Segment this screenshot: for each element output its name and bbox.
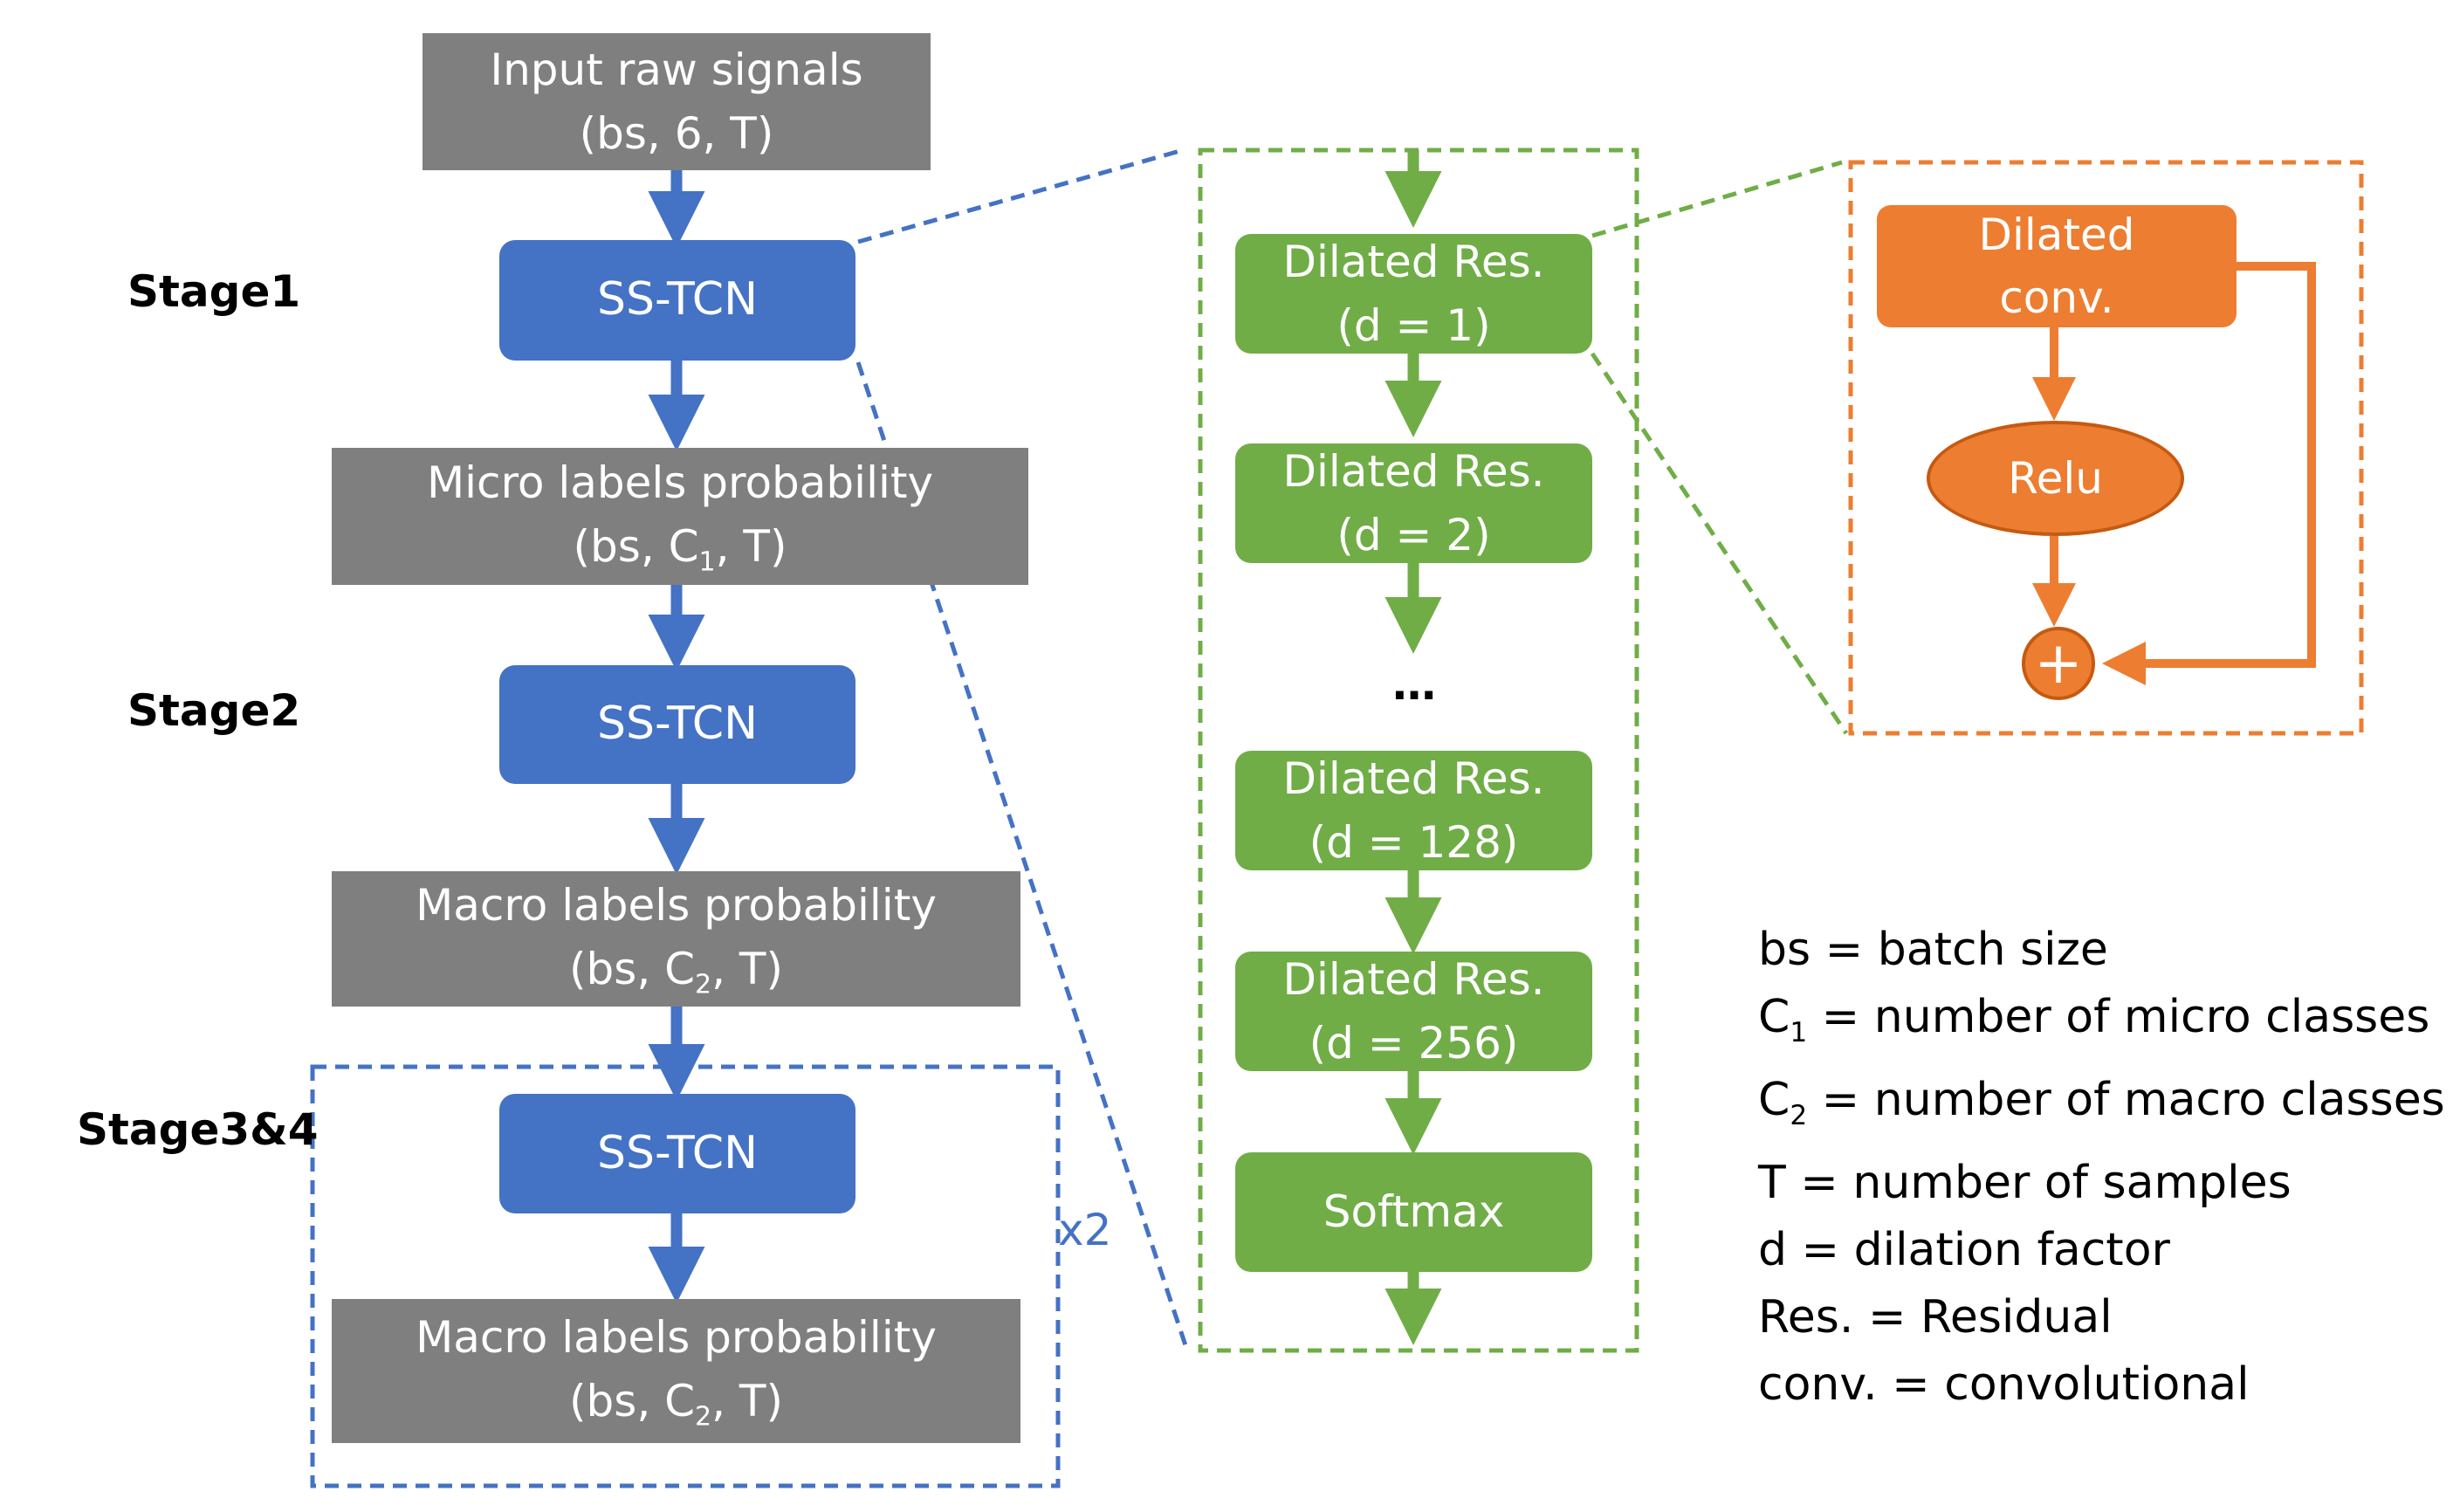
legend-res: Res. = Residual (1758, 1290, 2113, 1344)
zoom-line-green-bottom (1590, 352, 1849, 735)
dilated-conv-block: Dilated conv. (1877, 205, 2237, 327)
dilated-res-d256-title: Dilated Res. (1282, 954, 1545, 1005)
stage2-sstcn-label: SS-TCN (597, 698, 758, 751)
input-shape: (bs, 6, T) (579, 107, 774, 159)
final-macro-title: Macro labels probability (416, 1312, 937, 1364)
softmax-label: Softmax (1323, 1186, 1505, 1238)
stage1-sstcn-block: SS-TCN (499, 240, 855, 361)
micro-labels-probability-block: Micro labels probability (bs, C1, T) (332, 448, 1028, 585)
stage34-label: Stage3&4 (77, 1104, 319, 1155)
dilated-res-d128-dilation: (d = 128) (1309, 816, 1519, 868)
micro-title: Micro labels probability (426, 457, 934, 509)
legend-c2: C2 = number of macro classes (1758, 1073, 2445, 1131)
legend-bs: bs = batch size (1758, 924, 2108, 976)
dilated-res-d1-title: Dilated Res. (1282, 237, 1545, 287)
macro-shape: (bs, C2, T) (569, 943, 783, 1000)
legend-t: T = number of samples (1758, 1156, 2292, 1209)
add-node-symbol: + (2034, 629, 2082, 697)
dilated-res-d256-block: Dilated Res. (d = 256) (1235, 952, 1592, 1071)
dilated-res-d2-block: Dilated Res. (d = 2) (1235, 443, 1592, 563)
input-raw-signals-block: Input raw signals (bs, 6, T) (423, 33, 931, 170)
micro-shape: (bs, C1, T) (573, 520, 787, 578)
final-macro-shape: (bs, C2, T) (569, 1375, 783, 1433)
dilated-res-d1-block: Dilated Res. (d = 1) (1235, 234, 1592, 354)
dilated-conv-line1: Dilated (1978, 209, 2135, 260)
stage2-sstcn-block: SS-TCN (499, 665, 855, 784)
softmax-block: Softmax (1235, 1152, 1592, 1272)
dilated-conv-line2: conv. (1999, 272, 2114, 323)
relu-label: Relu (2008, 453, 2103, 504)
ellipsis: … (1392, 659, 1436, 710)
residual-skip-arrow (2102, 262, 2316, 685)
zoom-line-blue-bottom (855, 361, 1190, 1351)
dilated-res-d2-title: Dilated Res. (1282, 446, 1545, 497)
dilated-res-d128-title: Dilated Res. (1282, 753, 1545, 804)
dilated-res-d128-block: Dilated Res. (d = 128) (1235, 751, 1592, 870)
legend-d: d = dilation factor (1758, 1223, 2170, 1276)
zoom-line-blue-top (857, 148, 1184, 244)
legend: bs = batch size C1 = number of micro cla… (1758, 917, 2445, 1419)
zoom-line-green-top (1591, 160, 1843, 238)
legend-conv: conv. = convolutional (1758, 1357, 2250, 1411)
stage1-label: Stage1 (127, 266, 301, 317)
dilated-res-d1-dilation: (d = 1) (1336, 299, 1491, 351)
dilated-res-detail-border (1848, 160, 2364, 736)
macro-title: Macro labels probability (416, 880, 937, 931)
stage1-sstcn-label: SS-TCN (597, 273, 758, 326)
input-title: Input raw signals (490, 45, 863, 95)
repeat-x2-label: x2 (1058, 1205, 1112, 1255)
dilated-res-d256-dilation: (d = 256) (1309, 1017, 1519, 1069)
final-macro-labels-probability-block: Macro labels probability (bs, C2, T) (332, 1299, 1020, 1443)
stage34-sstcn-block: SS-TCN (499, 1094, 855, 1213)
stage2-label: Stage2 (127, 685, 301, 736)
add-node (2022, 627, 2095, 700)
dilated-res-d2-dilation: (d = 2) (1336, 509, 1491, 560)
relu-node: Relu (1927, 421, 2184, 536)
stage34-sstcn-label: SS-TCN (597, 1126, 758, 1179)
macro-labels-probability-block: Macro labels probability (bs, C2, T) (332, 871, 1020, 1007)
legend-c1: C1 = number of micro classes (1758, 991, 2430, 1048)
